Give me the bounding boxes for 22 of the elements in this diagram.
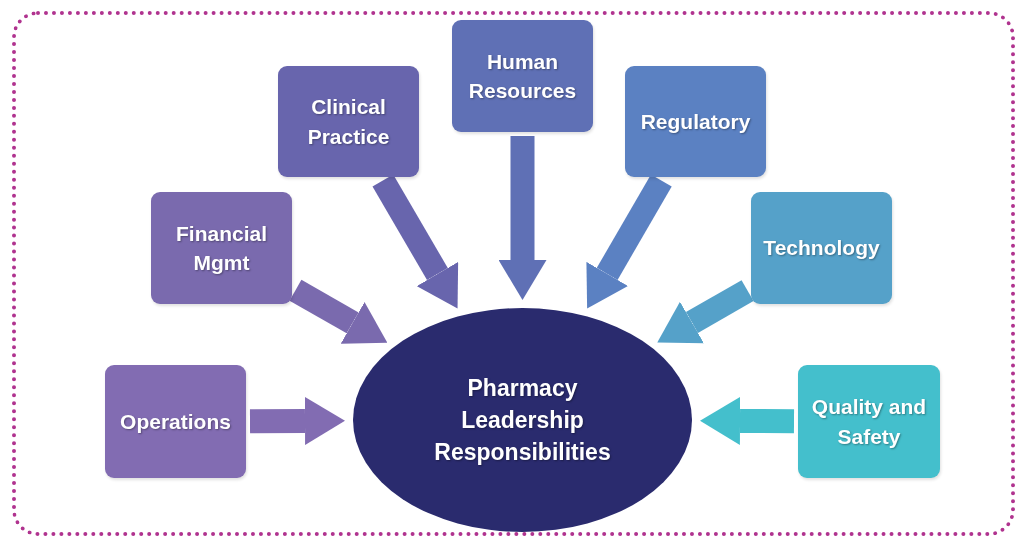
block-arrow	[498, 136, 547, 300]
block-arrow	[586, 174, 672, 309]
box-label: Financial Mgmt	[175, 220, 268, 276]
block-arrow	[700, 396, 795, 445]
box-label: Technology	[763, 235, 880, 262]
topic-box	[105, 365, 246, 478]
topic-box	[625, 66, 766, 177]
box-label: Regulatory	[640, 108, 751, 135]
box-label: Operations	[120, 408, 231, 435]
topic-box	[278, 66, 419, 177]
topic-box	[751, 192, 892, 304]
box-label: Pharmacy Leadership Responsibilities	[433, 373, 612, 468]
block-arrow	[657, 280, 754, 344]
block-arrow	[289, 279, 388, 344]
box-label: Clinical Practice	[306, 94, 391, 150]
block-arrow	[372, 174, 459, 309]
box-label: Quality and Safety	[810, 394, 928, 450]
block-arrow	[249, 396, 345, 445]
topic-box	[151, 192, 292, 304]
topic-box	[452, 20, 593, 132]
box-label: Human Resources	[467, 48, 578, 104]
topic-box	[798, 365, 940, 478]
